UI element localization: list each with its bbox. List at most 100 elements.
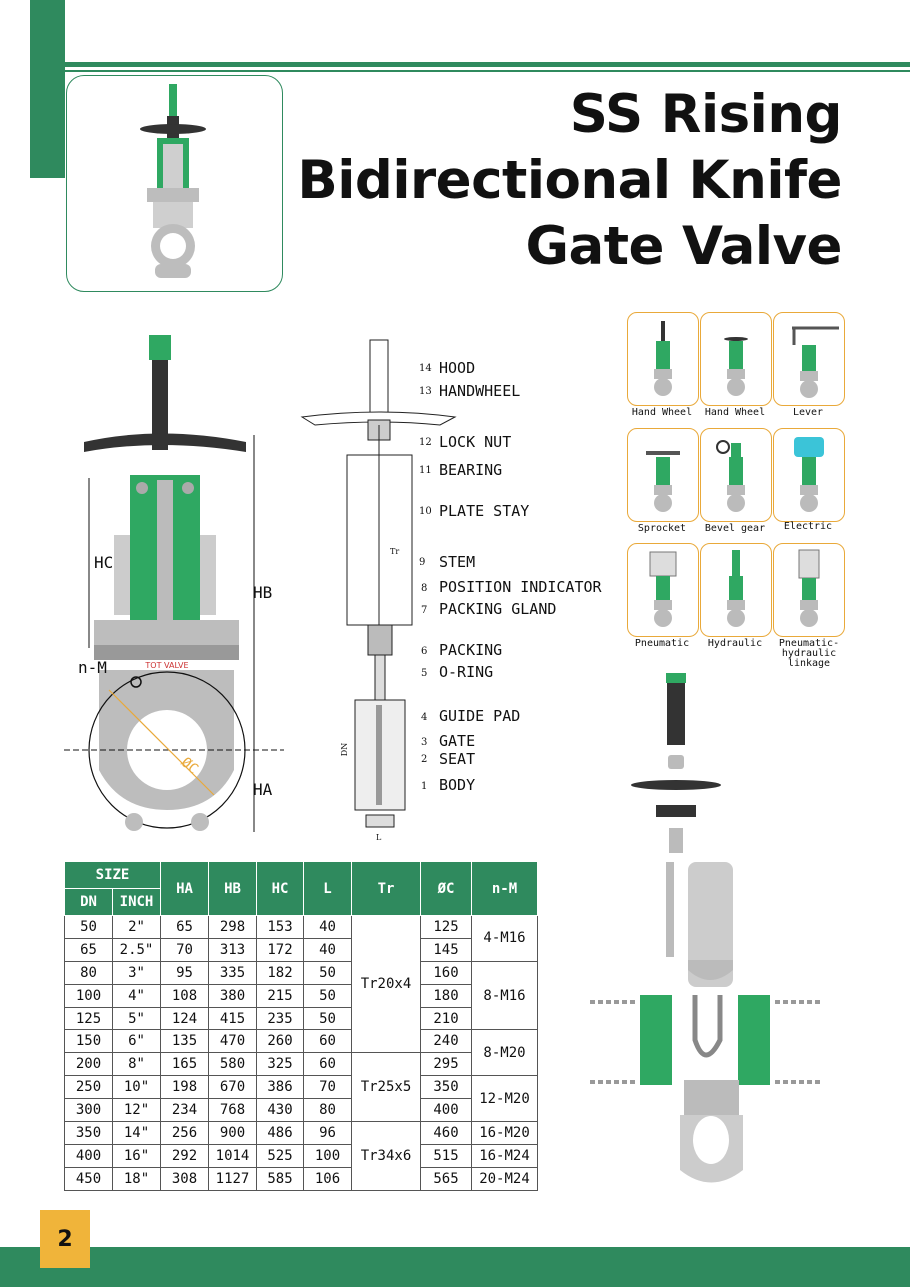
title-line-3: Gate Valve (525, 216, 842, 277)
part-name: HOOD (439, 359, 476, 377)
pneumatic-hydraulic-icon (798, 549, 820, 627)
part-name: HANDWHEEL (439, 382, 521, 400)
cell-inch: 2" (112, 915, 161, 939)
cell-hc: 386 (256, 1075, 304, 1100)
cell-l: 40 (303, 937, 352, 962)
col-ha: HA (160, 861, 209, 916)
electric-actuator-icon (794, 437, 824, 512)
operator-pneumatic (627, 543, 699, 637)
cell-hc: 430 (256, 1098, 304, 1123)
cell-inch: 6" (112, 1029, 161, 1054)
section-drawing-icon (300, 339, 457, 828)
part-no: 10 (419, 506, 432, 517)
cell-hc: 486 (256, 1121, 304, 1145)
hand-wheel-icon (724, 337, 748, 396)
cell-oc: 565 (420, 1166, 472, 1191)
cell-hb: 670 (208, 1075, 257, 1100)
part-name: LOCK NUT (439, 433, 512, 451)
sprocket-icon (646, 451, 680, 512)
cell-hc: 525 (256, 1143, 304, 1168)
part-no: 12 (419, 437, 432, 448)
cell-ha: 308 (160, 1166, 209, 1191)
cell-oc: 180 (420, 983, 472, 1008)
cell-inch: 4" (112, 983, 161, 1008)
part-name: PACKING (439, 641, 503, 659)
operator-label: Electric (783, 521, 833, 532)
cell-l: 60 (303, 1029, 352, 1054)
top-rule (65, 62, 910, 67)
cell-inch: 8" (112, 1052, 161, 1077)
cell-hb: 768 (208, 1098, 257, 1123)
cell-ha: 124 (160, 1006, 209, 1031)
cell-l: 40 (303, 915, 352, 939)
part-name: PLATE STAY (439, 502, 530, 520)
cell-nm: 20-M24 (471, 1166, 538, 1191)
cell-hb: 900 (208, 1121, 257, 1145)
cell-dn: 300 (64, 1098, 113, 1123)
section-dn: DN (340, 742, 350, 757)
operator-label: Bevel gear (704, 523, 766, 534)
part-no: 8 (421, 583, 428, 594)
valve-thumbnail-icon (140, 84, 206, 278)
operator-label: Pneumatic (634, 638, 690, 649)
col-nm: n-M (471, 861, 538, 916)
cell-hb: 335 (208, 960, 257, 985)
cell-oc: 460 (420, 1121, 472, 1145)
dim-hb: HB (253, 583, 273, 602)
title-line-1: SS Rising (569, 84, 843, 145)
part-name: BODY (439, 776, 476, 794)
part-name: STEM (439, 553, 476, 571)
cell-dn: 50 (64, 915, 113, 939)
col-dn: DN (64, 888, 113, 916)
operator-label: Pneumatic-hydraulic linkage (778, 638, 840, 669)
bevel-gear-icon (716, 440, 745, 512)
part-no: 6 (421, 646, 428, 657)
col-size: SIZE (64, 861, 161, 889)
left-accent-bar (30, 0, 65, 178)
cell-l: 106 (303, 1166, 352, 1191)
cell-ha: 198 (160, 1075, 209, 1100)
part-no: 13 (419, 386, 432, 397)
part-no: 4 (421, 712, 428, 723)
section-l: L (376, 833, 382, 842)
exploded-view-icon (590, 673, 820, 1183)
part-name: POSITION INDICATOR (439, 578, 602, 596)
part-name: SEAT (439, 750, 476, 768)
cell-dn: 80 (64, 960, 113, 985)
page-number: 2 (57, 1226, 73, 1252)
operator-label: Hand Wheel (704, 407, 766, 418)
cell-dn: 450 (64, 1166, 113, 1191)
operator-sprocket (627, 428, 699, 522)
part-name: O-RING (439, 663, 494, 681)
part-no: 2 (421, 754, 428, 765)
part-name: GUIDE PAD (439, 707, 521, 725)
cell-nm: 12-M20 (471, 1075, 538, 1123)
product-thumbnail (66, 75, 283, 292)
cell-nm: 4-M16 (471, 915, 538, 962)
cell-inch: 10" (112, 1075, 161, 1100)
brand-mark: TOT VALVE (144, 661, 188, 670)
part-name: PACKING GLAND (439, 600, 557, 618)
cell-ha: 65 (160, 915, 209, 939)
cell-nm: 16-M24 (471, 1143, 538, 1168)
part-no: 9 (419, 557, 426, 568)
cell-hc: 215 (256, 983, 304, 1008)
cell-hc: 235 (256, 1006, 304, 1031)
part-no: 11 (419, 465, 432, 476)
title-line-2: Bidirectional Knife (297, 150, 842, 211)
cell-l: 96 (303, 1121, 352, 1145)
operator-label: Lever (792, 407, 824, 418)
cell-l: 50 (303, 960, 352, 985)
part-no: 1 (421, 781, 428, 792)
hand-wheel-icon (654, 321, 672, 396)
cell-inch: 12" (112, 1098, 161, 1123)
